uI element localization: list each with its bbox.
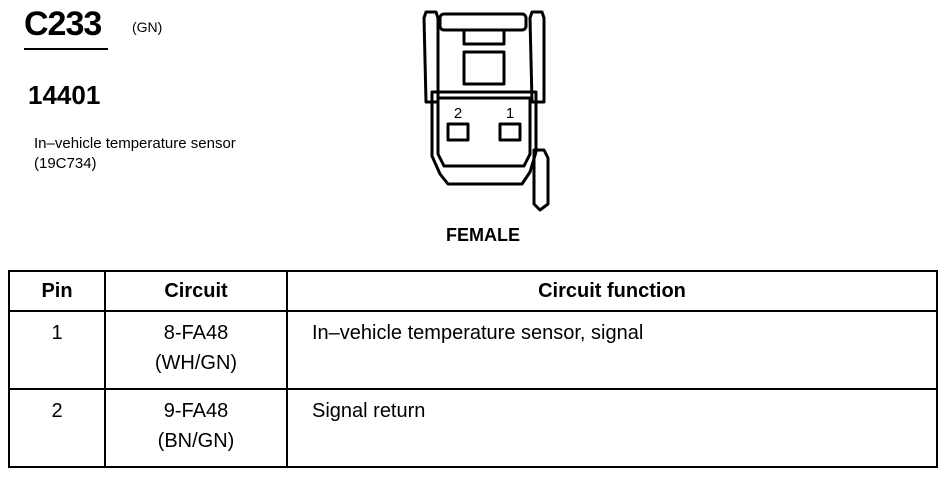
row-circuit: 9-FA48 (BN/GN) — [104, 388, 288, 468]
center-window — [462, 50, 506, 86]
header-circuit: Circuit — [104, 270, 288, 312]
row-circuit: 8-FA48 (WH/GN) — [104, 310, 288, 390]
title-underline — [24, 48, 108, 50]
part-number: 14401 — [28, 80, 101, 110]
circuit-number: 9-FA48 — [163, 400, 229, 422]
connector-face — [436, 96, 532, 168]
pin-1-slot — [498, 122, 522, 142]
base-part-number: (19C734) — [34, 155, 97, 172]
connector-color-code: (GN) — [132, 19, 163, 35]
component-name: In–vehicle temperature sensor — [34, 135, 236, 152]
table-row: 2 9-FA48 (BN/GN) Signal return — [8, 388, 938, 468]
wire-color: (BN/GN) — [157, 430, 235, 452]
row-function: Signal return — [286, 388, 938, 468]
pin-2-label: 2 — [454, 105, 462, 122]
table-row: 1 8-FA48 (WH/GN) In–vehicle temperature … — [8, 310, 938, 390]
right-latch — [528, 10, 546, 104]
pinout-table: Pin Circuit Circuit function 1 8-FA48 (W… — [8, 270, 938, 468]
lock-tab — [462, 28, 506, 46]
header-pin: Pin — [8, 270, 106, 312]
connector-housing — [430, 90, 538, 186]
row-pin: 2 — [8, 388, 106, 468]
left-latch — [422, 10, 440, 104]
wire-color: (WH/GN) — [154, 352, 238, 374]
row-function: In–vehicle temperature sensor, signal — [286, 310, 938, 390]
bottom-latch — [532, 148, 550, 212]
header-function: Circuit function — [286, 270, 938, 312]
connector-diagram: 2 1 — [422, 10, 550, 212]
pin-2-slot — [446, 122, 470, 142]
connector-id: C233 — [24, 5, 102, 43]
connector-gender: FEMALE — [446, 225, 520, 245]
table-header-row: Pin Circuit Circuit function — [8, 270, 938, 312]
top-bar — [438, 12, 528, 32]
pin-1-label: 1 — [506, 105, 514, 122]
circuit-number: 8-FA48 — [163, 322, 229, 344]
row-pin: 1 — [8, 310, 106, 390]
component-description: In–vehicle temperature sensor (19C734) — [34, 134, 236, 174]
